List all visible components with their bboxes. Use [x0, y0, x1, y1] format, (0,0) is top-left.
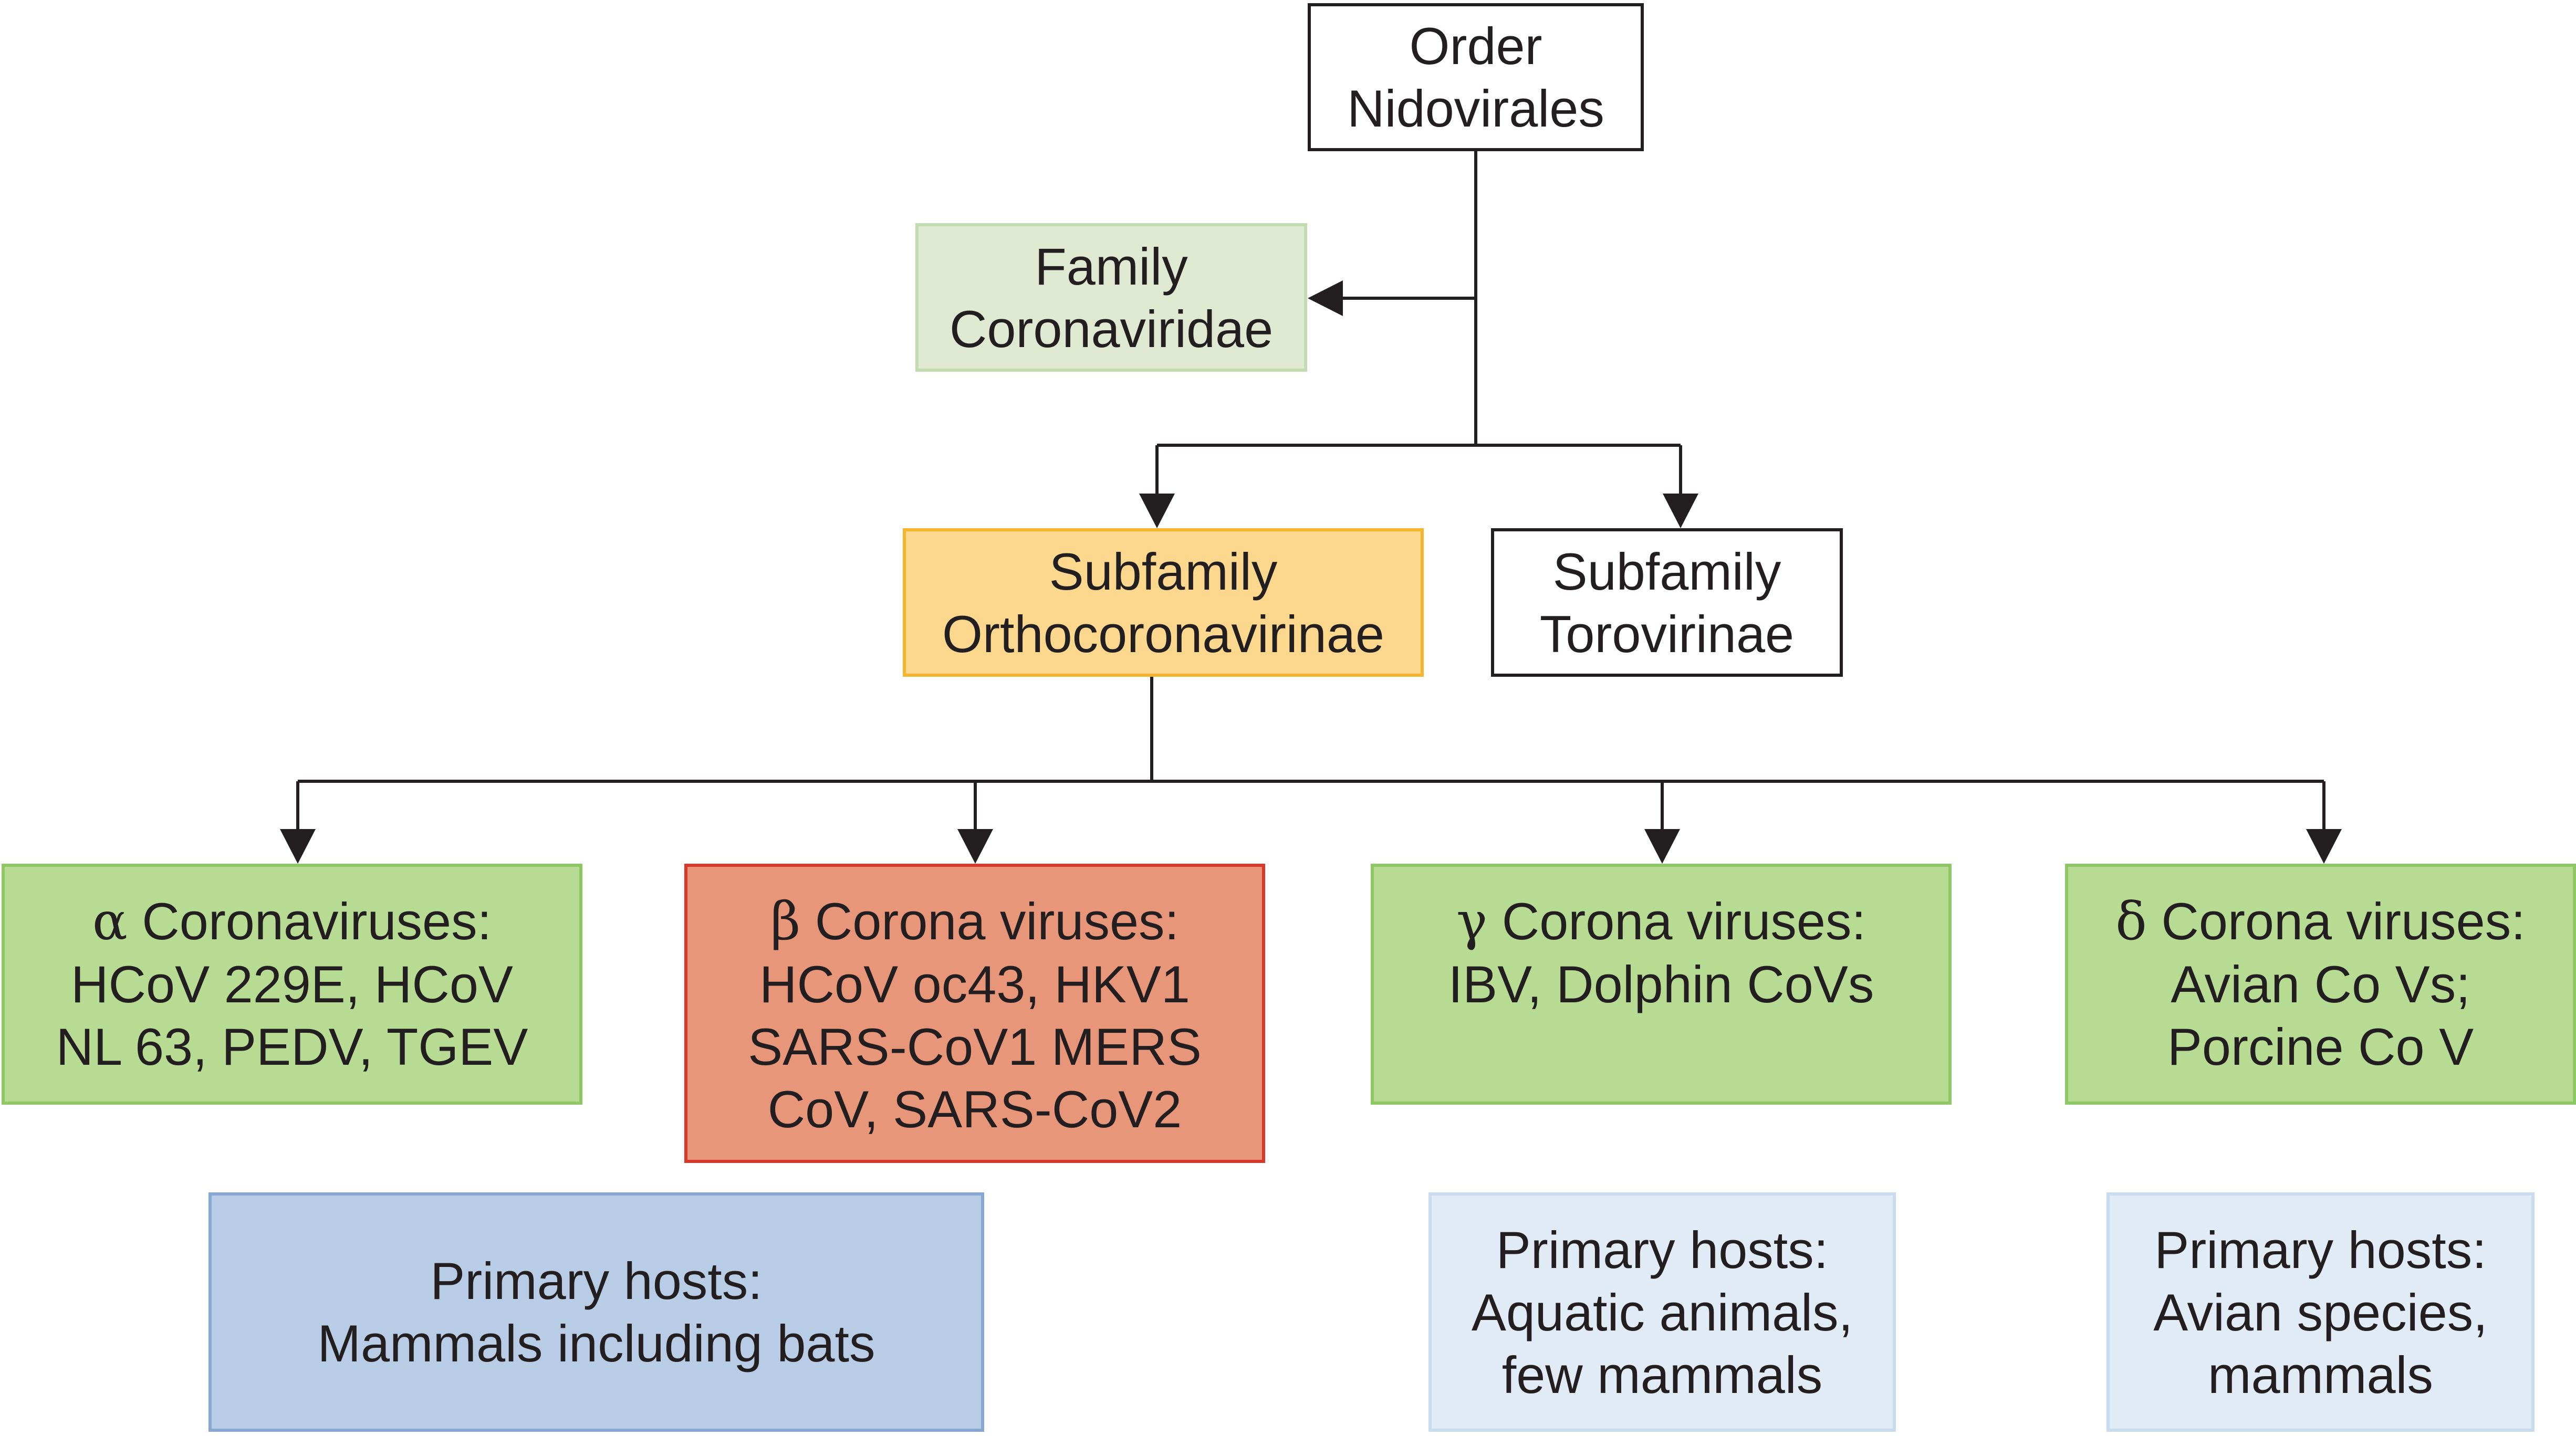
alpha-coronavirus-node: α Coronaviruses: HCoV 229E, HCoV NL 63, … — [2, 864, 582, 1105]
alpha-arrowhead — [280, 829, 316, 864]
gamma-coronavirus-node: γ Corona viruses: IBV, Dolphin CoVs — [1371, 864, 1952, 1105]
beta-heading-text: Corona viruses: — [800, 892, 1180, 950]
beta-line-1: HCoV oc43, HKV1 — [759, 955, 1190, 1013]
delta-coronavirus-node: δ Corona viruses: Avian Co Vs; Porcine C… — [2065, 864, 2576, 1105]
toro-name: Torovirinae — [1539, 604, 1795, 663]
alpha-heading: α Coronaviruses: — [92, 890, 492, 953]
alpha-symbol: α — [92, 892, 128, 952]
delta-symbol: δ — [2115, 892, 2147, 952]
host-aquatic-line-1: Aquatic animals, — [1471, 1283, 1853, 1341]
ortho-arrowhead — [1139, 494, 1175, 528]
toro-label: Subfamily — [1552, 542, 1781, 601]
alpha-heading-text: Coronaviruses: — [127, 892, 492, 950]
family-node: Family Coronaviridae — [915, 223, 1307, 372]
primary-hosts-aquatic-node: Primary hosts: Aquatic animals, few mamm… — [1428, 1192, 1896, 1432]
alpha-line-2: NL 63, PEDV, TGEV — [56, 1018, 528, 1076]
delta-heading: δ Corona viruses: — [2115, 890, 2525, 953]
beta-arrowhead — [957, 829, 993, 864]
beta-symbol: β — [770, 892, 801, 952]
ortho-label: Subfamily — [1049, 542, 1278, 601]
host-avian-label: Primary hosts: — [2154, 1220, 2487, 1279]
subfamily-torovirinae-node: Subfamily Torovirinae — [1491, 528, 1843, 677]
delta-arrowhead — [2306, 829, 2342, 864]
host-avian-line-1: Avian species, — [2153, 1283, 2488, 1341]
gamma-heading-text: Corona viruses: — [1487, 892, 1866, 950]
gamma-arrowhead — [1644, 829, 1680, 864]
subfamily-orthocoronavirinae-node: Subfamily Orthocoronavirinae — [903, 528, 1424, 677]
host-mammals-label: Primary hosts: — [430, 1252, 763, 1310]
order-node: Order Nidovirales — [1308, 3, 1644, 151]
beta-line-3: CoV, SARS-CoV2 — [767, 1080, 1182, 1138]
beta-coronavirus-node: β Corona viruses: HCoV oc43, HKV1 SARS-C… — [684, 864, 1265, 1163]
toro-arrowhead — [1663, 494, 1698, 528]
family-label: Family — [1035, 237, 1188, 296]
host-avian-line-2: mammals — [2207, 1345, 2434, 1404]
gamma-symbol: γ — [1456, 892, 1488, 952]
primary-hosts-avian-node: Primary hosts: Avian species, mammals — [2106, 1192, 2535, 1432]
delta-line-2: Porcine Co V — [2167, 1018, 2474, 1076]
delta-heading-text: Corona viruses: — [2146, 892, 2526, 950]
family-name: Coronaviridae — [949, 299, 1274, 358]
alpha-line-1: HCoV 229E, HCoV — [71, 955, 513, 1013]
host-aquatic-label: Primary hosts: — [1496, 1220, 1829, 1279]
order-label: Order — [1409, 17, 1542, 75]
host-mammals-text: Mammals including bats — [317, 1314, 875, 1372]
primary-hosts-mammals-node: Primary hosts: Mammals including bats — [208, 1192, 984, 1432]
beta-heading: β Corona viruses: — [770, 890, 1179, 953]
ortho-name: Orthocoronavirinae — [942, 604, 1384, 663]
delta-line-1: Avian Co Vs; — [2171, 955, 2470, 1013]
family-arrowhead — [1308, 280, 1343, 316]
host-aquatic-line-2: few mammals — [1501, 1345, 1823, 1404]
order-name: Nidovirales — [1347, 79, 1604, 138]
beta-line-2: SARS-CoV1 MERS — [748, 1018, 1202, 1076]
gamma-line-1: IBV, Dolphin CoVs — [1448, 955, 1874, 1013]
gamma-heading: γ Corona viruses: — [1456, 890, 1866, 953]
